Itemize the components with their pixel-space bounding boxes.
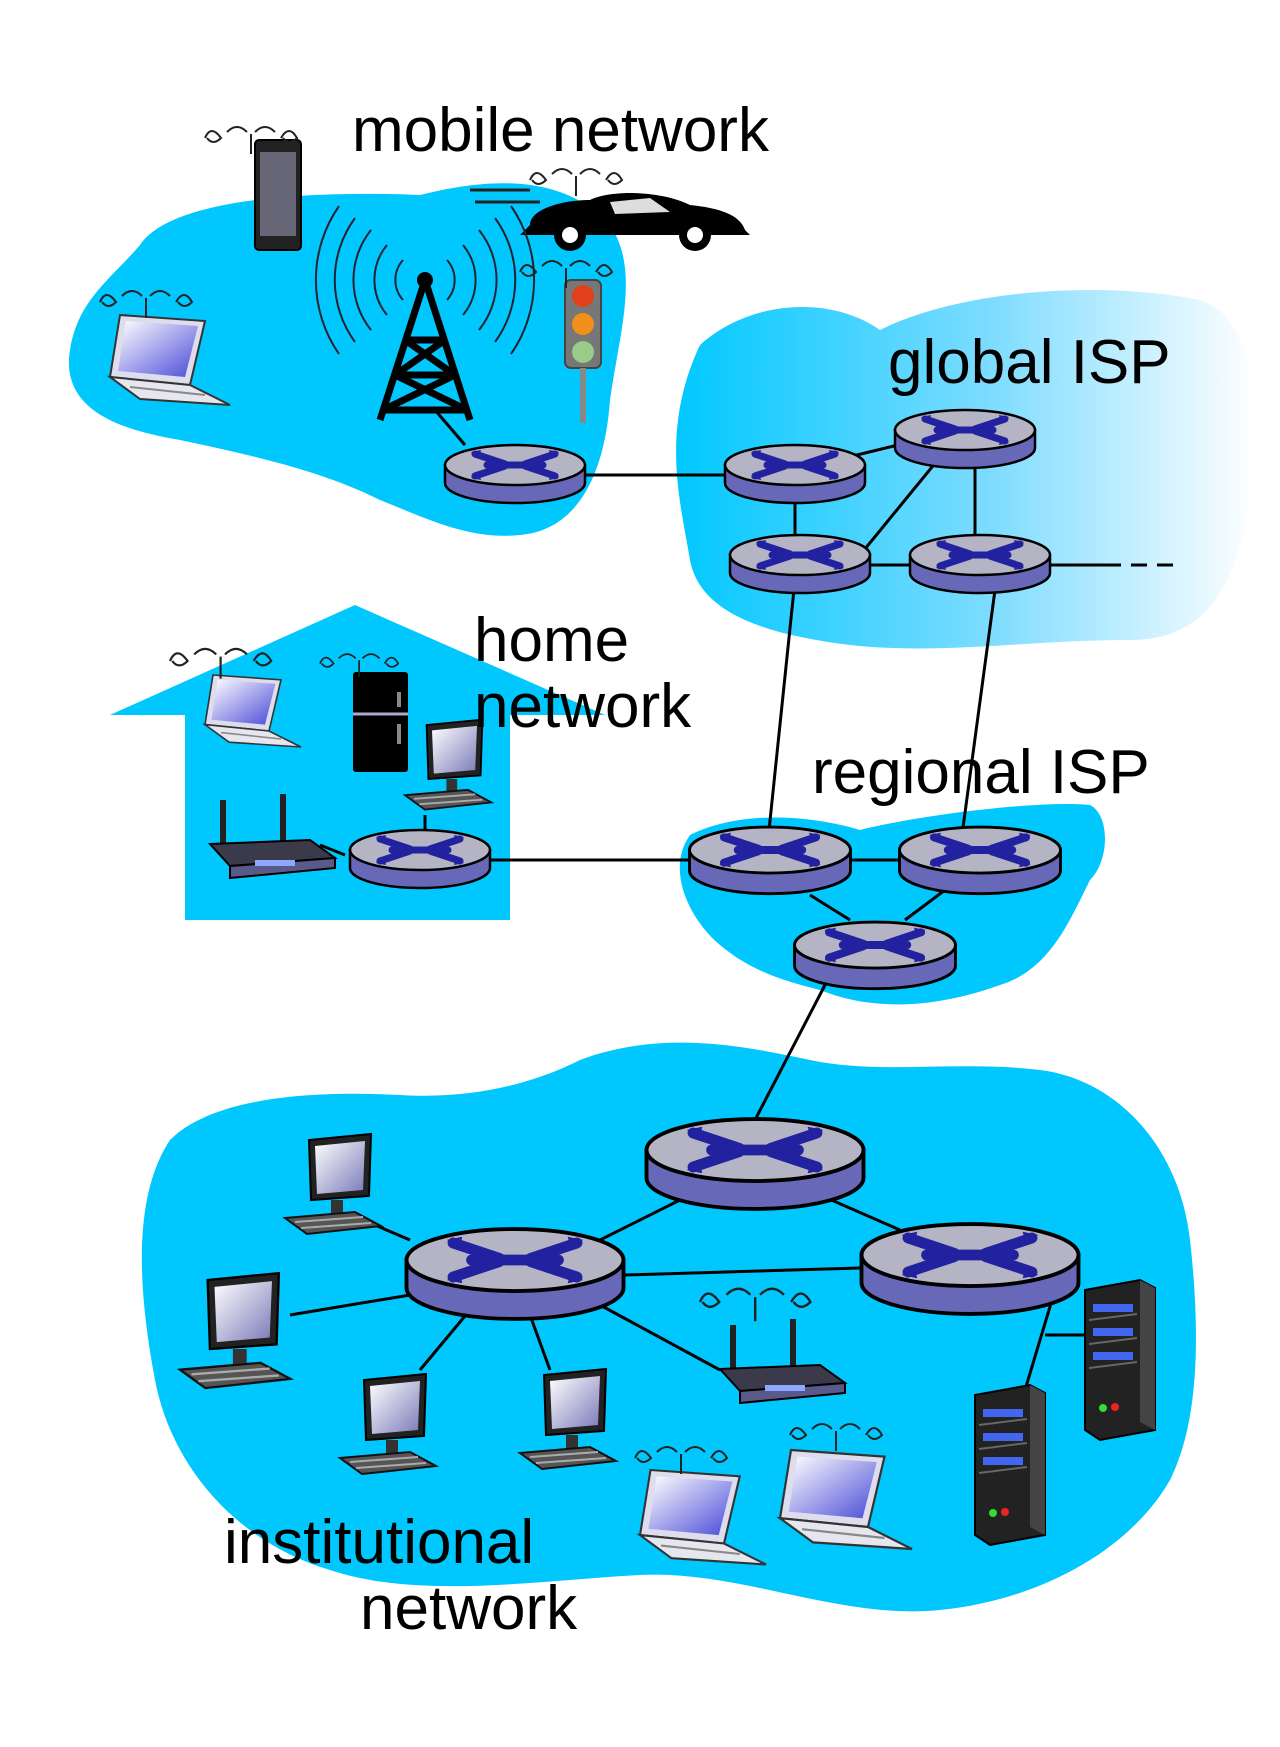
home-network-label-line2: network (474, 672, 692, 741)
router-icon (795, 922, 956, 989)
router-icon (445, 445, 585, 503)
server-icon (974, 1384, 1046, 1546)
server-icon (1084, 1279, 1156, 1441)
router-icon (350, 830, 490, 888)
cell-tower-icon (314, 205, 536, 422)
car-icon (470, 188, 750, 251)
router-icon (407, 1229, 624, 1319)
router-icon (900, 827, 1061, 894)
mobile-network-label: mobile network (352, 96, 769, 165)
router-icon (895, 410, 1035, 468)
router-icon (647, 1119, 864, 1209)
smartphone-icon (254, 139, 302, 251)
global-isp-label: global ISP (888, 328, 1171, 397)
traffic-light-icon (564, 279, 602, 423)
home-network-label-line1: home (474, 606, 630, 675)
institutional-network-label-line1: institutional (224, 1508, 535, 1577)
institutional-network-label-line2: network (360, 1574, 578, 1643)
router-icon (725, 445, 865, 503)
router-icon (910, 535, 1050, 593)
router-icon (690, 827, 851, 894)
refrigerator-icon (353, 672, 408, 772)
regional-isp-label: regional ISP (812, 738, 1150, 807)
router-icon (730, 535, 870, 593)
router-icon (862, 1224, 1079, 1314)
